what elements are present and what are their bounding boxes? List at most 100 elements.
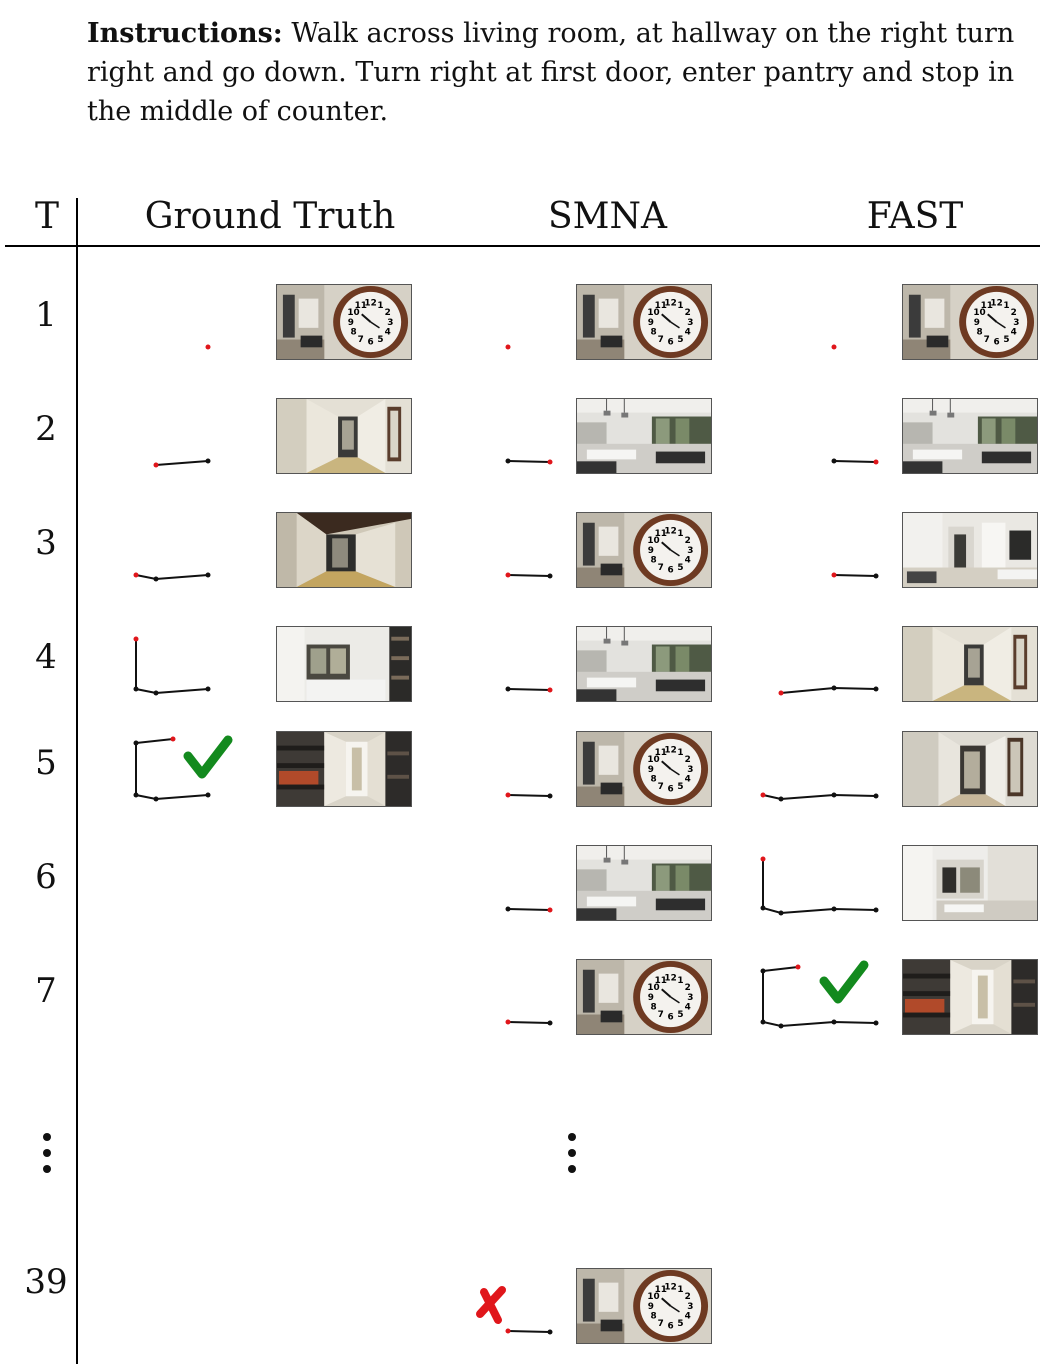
svg-text:7: 7 — [358, 335, 364, 345]
column-header-ground-truth: Ground Truth — [144, 196, 396, 237]
row-label: 6 — [35, 857, 57, 897]
row-label: 1 — [35, 295, 57, 335]
row-label: 5 — [35, 743, 57, 783]
corridor-observation-image — [902, 626, 1038, 702]
svg-text:1: 1 — [1003, 301, 1009, 311]
trajectory-node — [831, 1019, 837, 1025]
trajectory-node — [547, 1329, 553, 1335]
svg-text:9: 9 — [648, 318, 654, 328]
living-room-observation-image — [902, 398, 1038, 474]
trajectory-node — [873, 573, 879, 579]
living-room-observation-image — [576, 845, 712, 921]
svg-text:4: 4 — [685, 775, 691, 785]
svg-text:5: 5 — [377, 335, 383, 345]
svg-text:2: 2 — [1011, 308, 1017, 318]
column-header-smna: SMNA — [547, 196, 668, 237]
living-room-observation-image — [576, 398, 712, 474]
room-observation-image — [902, 512, 1038, 588]
svg-text:11: 11 — [355, 301, 367, 311]
svg-text:3: 3 — [687, 993, 693, 1003]
svg-text:3: 3 — [687, 546, 693, 556]
trajectory-node — [778, 910, 784, 916]
trajectory-line — [135, 639, 209, 695]
trajectory-line — [507, 460, 551, 463]
svg-text:10: 10 — [647, 983, 659, 993]
hallway-observation-image — [276, 512, 412, 588]
trajectory-line — [507, 688, 551, 691]
current-position-node — [547, 687, 553, 693]
svg-text:10: 10 — [647, 755, 659, 765]
trajectory-node — [873, 1020, 879, 1026]
svg-text:8: 8 — [650, 556, 656, 566]
svg-text:6: 6 — [668, 337, 674, 347]
svg-text:2: 2 — [685, 308, 691, 318]
trajectory-node — [205, 686, 211, 692]
svg-text:6: 6 — [994, 337, 1000, 347]
svg-text:10: 10 — [647, 308, 659, 318]
trajectory-node — [831, 458, 837, 464]
failure-cross-icon — [476, 1286, 506, 1318]
trajectory-line — [762, 859, 877, 915]
svg-text:12: 12 — [664, 745, 676, 755]
current-position-node — [547, 459, 553, 465]
svg-text:1: 1 — [677, 301, 683, 311]
svg-text:9: 9 — [348, 318, 354, 328]
trajectory-node — [133, 686, 139, 692]
trajectory-node — [873, 907, 879, 913]
svg-text:3: 3 — [687, 1302, 693, 1312]
trajectory-line — [135, 574, 209, 581]
trajectory-node — [205, 572, 211, 578]
current-position-node — [547, 907, 553, 913]
trajectory-node — [760, 968, 766, 974]
svg-text:6: 6 — [668, 1012, 674, 1022]
current-position-node — [133, 636, 139, 642]
svg-text:10: 10 — [973, 308, 985, 318]
instructions: Instructions: Walk across living room, a… — [87, 14, 1032, 131]
trajectory-line — [833, 574, 877, 577]
svg-text:8: 8 — [976, 328, 982, 338]
svg-text:8: 8 — [350, 328, 356, 338]
svg-text:12: 12 — [664, 526, 676, 536]
current-position-node — [760, 856, 766, 862]
svg-text:4: 4 — [685, 556, 691, 566]
svg-text:12: 12 — [664, 973, 676, 983]
svg-text:8: 8 — [650, 1312, 656, 1322]
svg-text:4: 4 — [685, 1003, 691, 1013]
svg-text:9: 9 — [648, 993, 654, 1003]
current-position-node — [760, 792, 766, 798]
svg-text:5: 5 — [677, 563, 683, 573]
trajectory-node — [505, 686, 511, 692]
row-label: 2 — [35, 409, 57, 449]
current-position-node — [505, 792, 511, 798]
trajectory-node — [831, 792, 837, 798]
success-check-icon — [183, 735, 233, 779]
svg-text:7: 7 — [658, 563, 664, 573]
svg-text:7: 7 — [658, 1010, 664, 1020]
column-rule — [76, 198, 78, 1364]
trajectory-node — [133, 740, 139, 746]
trajectory-node — [778, 1023, 784, 1029]
svg-text:12: 12 — [364, 298, 376, 308]
svg-text:5: 5 — [677, 1319, 683, 1329]
kitchen-observation-image — [902, 845, 1038, 921]
ellipsis-vertical-icon — [42, 1133, 52, 1181]
row-label: 39 — [24, 1262, 68, 1302]
trajectory-node — [547, 1020, 553, 1026]
svg-text:6: 6 — [368, 337, 374, 347]
svg-text:11: 11 — [655, 976, 667, 986]
svg-text:4: 4 — [1011, 328, 1017, 338]
pantry-observation-image — [276, 731, 412, 807]
trajectory-node — [760, 1019, 766, 1025]
svg-text:5: 5 — [677, 782, 683, 792]
trajectory-line — [507, 574, 551, 577]
trajectory-node — [831, 906, 837, 912]
trajectory-line — [780, 686, 877, 694]
instructions-label: Instructions: — [87, 18, 283, 49]
svg-text:2: 2 — [685, 1292, 691, 1302]
current-position-node — [505, 1328, 511, 1334]
trajectory-node — [153, 796, 159, 802]
trajectory-line — [507, 908, 551, 911]
trajectory-line — [762, 793, 877, 801]
